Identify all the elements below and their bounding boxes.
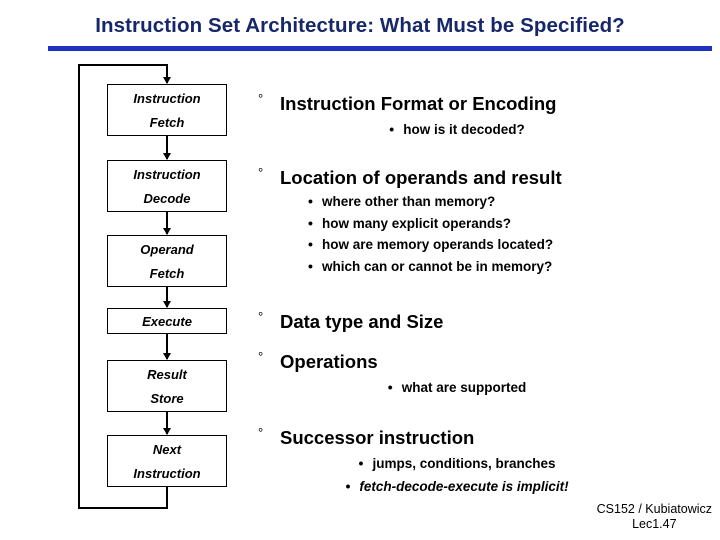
degree-bullet-icon: ° [258,165,264,180]
bullet-section: ° Instruction Format or Encoding • how is i… [258,91,716,139]
flowchart-box-label: Decode [143,190,191,206]
dot-bullet-icon: • [308,258,313,275]
bullet-section: ° Operations • what are supported [258,349,716,397]
degree-bullet-icon: ° [258,309,264,324]
flowchart-box-label: Fetch [149,114,185,130]
slide-footer: CS152 / Kubiatowicz Lec1.47 [597,502,712,533]
feedback-bottom-rail [78,507,168,509]
bullet-level1: ° Location of operands and result [258,165,716,189]
dot-bullet-icon: • [308,214,313,231]
bullet-level2: • where other than memory? [308,192,716,210]
bullet-level1-label: Operations [280,351,378,372]
bullet-level2-label: how are memory operands located? [322,237,554,253]
sub-bullet-group: • what are supported [258,379,716,397]
bullet-level2-label: which can or cannot be in memory? [322,259,553,275]
bullet-level1-label: Instruction Format or Encoding [280,93,557,114]
title-block: Instruction Set Architecture: What Must … [0,14,720,38]
flowchart-box-label: Next [152,441,182,457]
bullet-level1-label: Location of operands and result [280,167,562,188]
dot-bullet-icon: • [345,477,351,494]
bullet-level1: ° Successor instruction [258,425,716,449]
flowchart-box-label: Execute [142,313,192,329]
bullet-level2-label: jumps, conditions, branches [372,455,556,471]
bullet-section: ° Data type and Size [258,309,716,333]
degree-bullet-icon: ° [258,425,264,440]
flowchart-box-label: Operand [140,241,194,257]
bullet-level2-label: how is it decoded? [403,121,525,137]
dot-bullet-icon: • [308,192,313,209]
footer-course-line: CS152 / Kubiatowicz [596,501,712,516]
degree-bullet-icon: ° [258,91,264,106]
sub-bullet-group: • where other than memory? • how many expli… [308,192,716,275]
bullet-section: ° Successor instruction • jumps, conditions… [258,425,716,496]
flowchart-box-label: Instruction [133,90,201,106]
bullet-level1-label: Data type and Size [280,311,444,332]
bullet-level1-label: Successor instruction [280,427,475,448]
bullet-level1: ° Data type and Size [258,309,716,333]
flowchart-connector-arrow [163,287,171,308]
flowchart-box-label: Result [147,366,187,382]
flowchart-connector-arrow [163,212,171,235]
dot-bullet-icon: • [358,454,364,471]
bullet-level1: ° Instruction Format or Encoding [258,91,716,115]
degree-bullet-icon: ° [258,349,264,364]
bullet-level2-label: fetch-decode-execute is implicit! [359,478,569,494]
sub-bullet-group: • jumps, conditions, branches • fetch-decod… [258,455,716,496]
flowchart-box-label: Instruction [133,465,201,481]
bullet-level2: • fetch-decode-execute is implicit! [345,477,569,495]
bullet-level2-label: how many explicit operands? [322,215,512,231]
flowchart-loop-entry-arrow [163,64,171,84]
page-title: Instruction Set Architecture: What Must … [95,14,625,37]
flowchart-box-execute: Execute [107,308,227,334]
feedback-left-rail [78,64,80,507]
bullet-level2: • what are supported [387,378,527,396]
bullet-level2: • which can or cannot be in memory? [308,258,716,275]
bullet-level2-label: what are supported [401,379,527,395]
dot-bullet-icon: • [387,378,393,395]
feedback-down-stub [166,487,168,507]
bullet-section: ° Location of operands and result • where o… [258,165,716,275]
dot-bullet-icon: • [308,236,313,253]
title-underline-rule [48,46,712,51]
flowchart-box-label: Fetch [149,265,185,281]
flowchart-box-label: Store [150,390,184,406]
bullet-level2: • how are memory operands located? [308,236,716,253]
bullet-level2-label: where other than memory? [322,193,496,209]
flowchart-connector-arrow [163,412,171,435]
bullet-level2: • how many explicit operands? [308,214,716,232]
footer-lecture-line: Lec1.47 [632,517,677,532]
flowchart-connector-arrow [163,334,171,360]
flowchart-connector-arrow [163,136,171,160]
bullet-level1: ° Operations [258,349,716,373]
sub-bullet-group: • how is it decoded? [258,121,716,139]
bullet-level2: • how is it decoded? [389,120,525,138]
dot-bullet-icon: • [389,120,395,137]
bullet-level2: • jumps, conditions, branches [358,454,556,472]
feedback-top-rail [78,64,168,66]
flowchart-box-label: Instruction [133,166,201,182]
